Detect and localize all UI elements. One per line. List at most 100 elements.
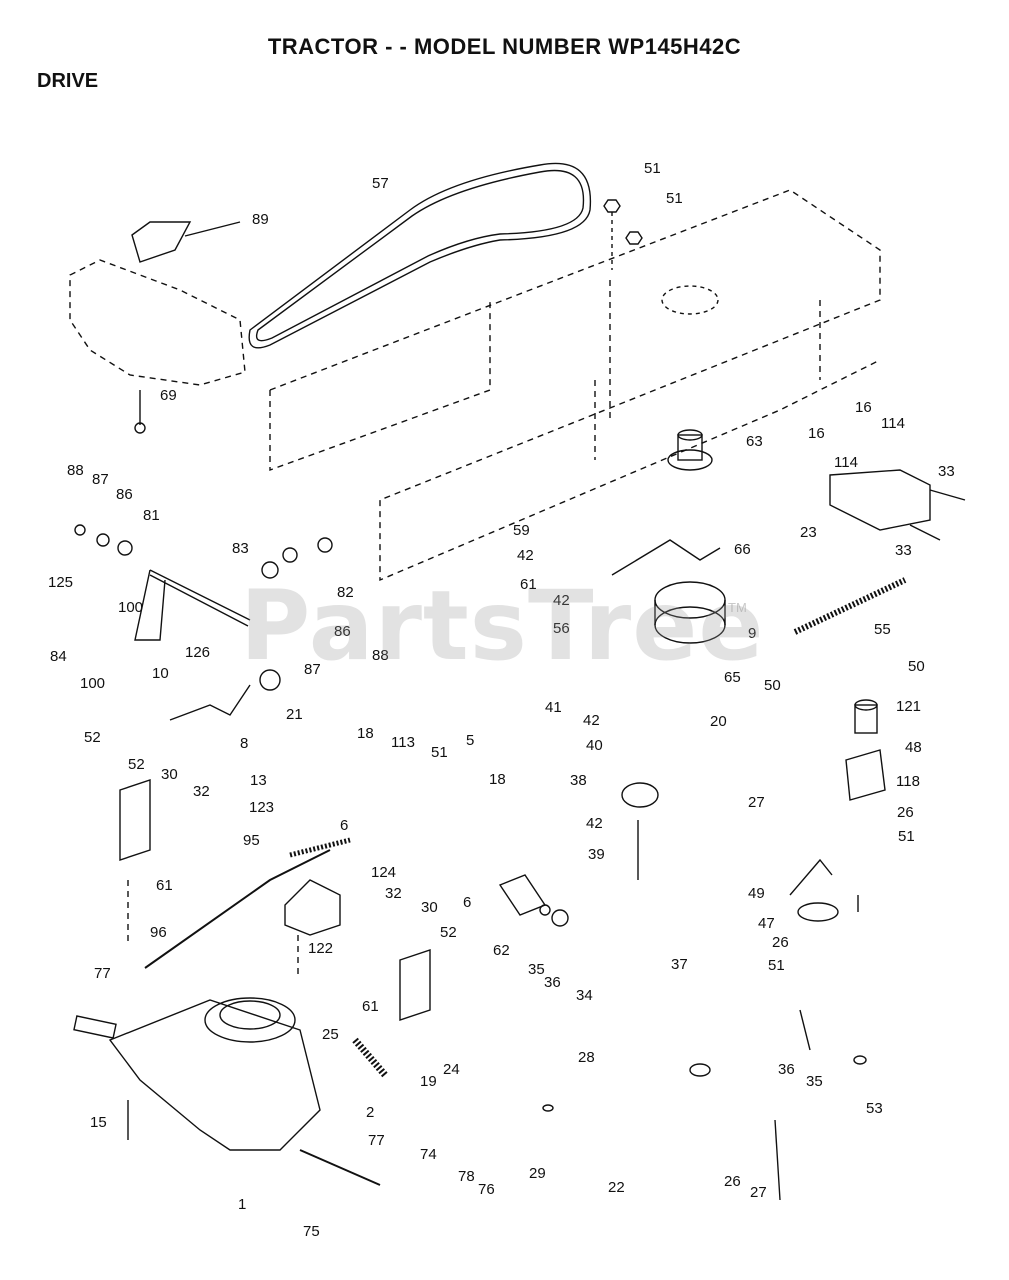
- callout-label-61c: 61: [362, 998, 379, 1015]
- callout-label-74: 74: [420, 1146, 437, 1163]
- callout-label-51b: 51: [666, 190, 683, 207]
- callout-label-15: 15: [90, 1114, 107, 1131]
- callout-label-77a: 77: [94, 965, 111, 982]
- callout-label-28: 28: [578, 1049, 595, 1066]
- callout-label-51c: 51: [431, 744, 448, 761]
- callout-label-49: 49: [748, 885, 765, 902]
- callout-label-26a: 26: [897, 804, 914, 821]
- callout-label-1: 1: [238, 1196, 246, 1213]
- callout-label-55: 55: [874, 621, 891, 638]
- callout-label-76: 76: [478, 1181, 495, 1198]
- callout-label-77b: 77: [368, 1132, 385, 1149]
- callout-label-53: 53: [866, 1100, 883, 1117]
- callout-label-30a: 30: [161, 766, 178, 783]
- callout-label-95: 95: [243, 832, 260, 849]
- callout-label-18a: 18: [357, 725, 374, 742]
- callout-label-36b: 36: [778, 1061, 795, 1078]
- callout-label-5: 5: [466, 732, 474, 749]
- callout-label-47: 47: [758, 915, 775, 932]
- callout-label-41: 41: [545, 699, 562, 716]
- callout-label-34: 34: [576, 987, 593, 1004]
- callout-label-36a: 36: [544, 974, 561, 991]
- callout-label-24: 24: [443, 1061, 460, 1078]
- callout-label-13: 13: [250, 772, 267, 789]
- callout-label-114a: 114: [881, 415, 905, 432]
- callout-label-81: 81: [143, 507, 160, 524]
- callout-label-78: 78: [458, 1168, 475, 1185]
- watermark-text: PartsTree: [240, 570, 765, 682]
- callout-label-62: 62: [493, 942, 510, 959]
- bracket-23-part: [829, 469, 931, 531]
- callout-label-29: 29: [529, 1165, 546, 1182]
- callout-label-83: 83: [232, 540, 249, 557]
- callout-label-6b: 6: [463, 894, 471, 911]
- drive-belt-inner: [255, 169, 585, 342]
- callout-label-122: 122: [308, 940, 333, 957]
- callout-label-37: 37: [671, 956, 688, 973]
- callout-label-124: 124: [371, 864, 396, 881]
- spring-55-part: [793, 577, 907, 635]
- callout-label-42c: 42: [583, 712, 600, 729]
- callout-label-23: 23: [800, 524, 817, 541]
- callout-label-32b: 32: [385, 885, 402, 902]
- callout-label-121: 121: [896, 698, 921, 715]
- callout-label-33a: 33: [938, 463, 955, 480]
- callout-label-2: 2: [366, 1104, 374, 1121]
- callout-label-21: 21: [286, 706, 303, 723]
- callout-label-87a: 87: [92, 471, 109, 488]
- callout-label-27b: 27: [750, 1184, 767, 1201]
- callout-label-69: 69: [160, 387, 177, 404]
- callout-label-86a: 86: [116, 486, 133, 503]
- callout-label-19: 19: [420, 1073, 437, 1090]
- callout-label-42a: 42: [517, 547, 534, 564]
- callout-label-86b: 86: [334, 623, 351, 640]
- tractor-frame-outline: [269, 189, 881, 582]
- shift-arm-part: [169, 684, 251, 721]
- clutch-rod-part: [144, 849, 331, 969]
- callout-label-42b: 42: [553, 592, 570, 609]
- shift-cover-part: [131, 221, 192, 263]
- callout-label-26c: 26: [724, 1173, 741, 1190]
- shift-rod-part: [149, 569, 251, 627]
- callout-label-123: 123: [249, 799, 274, 816]
- callout-label-100b: 100: [80, 675, 105, 692]
- callout-label-65: 65: [724, 669, 741, 686]
- transaxle-body-part: [108, 999, 321, 1151]
- callout-label-27a: 27: [748, 794, 765, 811]
- callout-label-52b: 52: [128, 756, 145, 773]
- callout-label-10: 10: [152, 665, 169, 682]
- callout-label-89: 89: [252, 211, 269, 228]
- callout-label-61a: 61: [520, 576, 537, 593]
- callout-label-118: 118: [896, 773, 920, 790]
- callout-label-50b: 50: [908, 658, 925, 675]
- callout-label-100a: 100: [118, 599, 143, 616]
- callout-label-114b: 114: [834, 454, 858, 471]
- callout-label-16a: 16: [808, 425, 825, 442]
- callout-label-52a: 52: [84, 729, 101, 746]
- callout-label-48: 48: [905, 739, 922, 756]
- callout-label-32a: 32: [193, 783, 210, 800]
- callout-label-22: 22: [608, 1179, 625, 1196]
- callout-label-39: 39: [588, 846, 605, 863]
- callout-label-20: 20: [710, 713, 727, 730]
- hood-outline: [69, 259, 246, 386]
- callout-label-96: 96: [150, 924, 167, 941]
- callout-label-42d: 42: [586, 815, 603, 832]
- drive-belt-part: [248, 162, 592, 349]
- callout-label-63: 63: [746, 433, 763, 450]
- callout-label-57: 57: [372, 175, 389, 192]
- section-heading: DRIVE: [37, 70, 99, 92]
- callout-label-84: 84: [50, 648, 67, 665]
- callout-label-126: 126: [185, 644, 210, 661]
- callout-label-61b: 61: [156, 877, 173, 894]
- callout-label-51d: 51: [898, 828, 915, 845]
- callout-label-33b: 33: [895, 542, 912, 559]
- callout-label-26b: 26: [772, 934, 789, 951]
- callout-label-113: 113: [391, 734, 415, 751]
- callout-label-56: 56: [553, 620, 570, 637]
- callout-label-18b: 18: [489, 771, 506, 788]
- callout-label-52c: 52: [440, 924, 457, 941]
